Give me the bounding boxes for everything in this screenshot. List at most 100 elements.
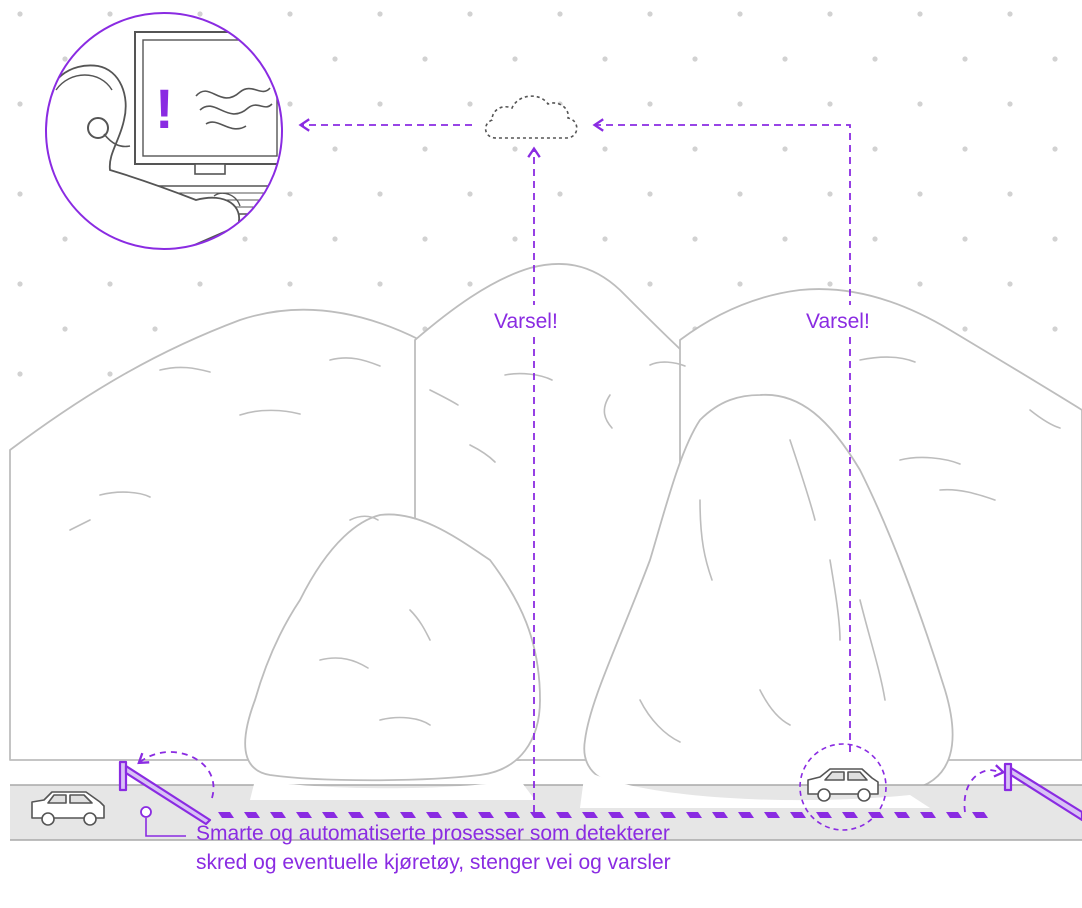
operator-with-headset-icon: ! bbox=[45, 12, 283, 250]
background-dot bbox=[62, 236, 68, 242]
background-dot bbox=[557, 191, 563, 197]
background-dot bbox=[332, 146, 338, 152]
background-dot bbox=[827, 281, 833, 287]
sensor-cable-segment bbox=[972, 812, 988, 818]
background-dot bbox=[557, 11, 563, 17]
mountain-base-cover bbox=[250, 770, 930, 808]
mountain-texture bbox=[69, 356, 1061, 743]
background-dot bbox=[152, 326, 158, 332]
background-dot bbox=[647, 101, 653, 107]
sensor-cable-segment bbox=[322, 812, 338, 818]
sensor-cable-segment bbox=[842, 812, 858, 818]
background-dot bbox=[1052, 326, 1058, 332]
background-dot bbox=[107, 371, 113, 377]
background-dot bbox=[737, 191, 743, 197]
sensor-cable-segment bbox=[946, 812, 962, 818]
background-dot bbox=[17, 371, 23, 377]
sensor-cable-segment bbox=[478, 812, 494, 818]
mountain-fore-left bbox=[244, 513, 541, 782]
car-icon bbox=[31, 791, 105, 826]
sensor-cable-segment bbox=[530, 812, 546, 818]
background-dot bbox=[332, 236, 338, 242]
background-dot bbox=[647, 191, 653, 197]
background-dot bbox=[962, 146, 968, 152]
sensor-icon bbox=[140, 806, 152, 818]
background-dot bbox=[62, 326, 68, 332]
background-dot bbox=[287, 281, 293, 287]
background-dot bbox=[602, 236, 608, 242]
sensor-cable-segment bbox=[686, 812, 702, 818]
sensor-cable-segment bbox=[920, 812, 936, 818]
background-dot bbox=[242, 236, 248, 242]
sensor-cable-segment bbox=[400, 812, 416, 818]
background-dot bbox=[1052, 56, 1058, 62]
background-dot bbox=[467, 101, 473, 107]
sensor-cable-segment bbox=[634, 812, 650, 818]
background-dot bbox=[512, 146, 518, 152]
background-dot bbox=[512, 56, 518, 62]
background-dot bbox=[422, 236, 428, 242]
sensor-cable-segment bbox=[556, 812, 572, 818]
background-dot bbox=[377, 281, 383, 287]
alert-signal-line-right bbox=[592, 118, 851, 752]
caption-line-2: skred og eventuelle kjøretøy, stenger ve… bbox=[196, 851, 671, 874]
background-dot bbox=[737, 101, 743, 107]
background-dot bbox=[1052, 146, 1058, 152]
alert-label-left: Varsel! bbox=[494, 310, 558, 333]
background-dot bbox=[467, 11, 473, 17]
background-dot bbox=[1007, 101, 1013, 107]
background-dot bbox=[737, 281, 743, 287]
background-dot bbox=[377, 101, 383, 107]
background-dot bbox=[17, 101, 23, 107]
background-dot bbox=[962, 56, 968, 62]
background-dot bbox=[1007, 11, 1013, 17]
car-icon bbox=[807, 768, 879, 802]
background-dot bbox=[872, 146, 878, 152]
background-dot bbox=[1007, 191, 1013, 197]
background-dot bbox=[602, 56, 608, 62]
sensor-cable-segment bbox=[582, 812, 598, 818]
sensor-cable-segment bbox=[244, 812, 260, 818]
sensor-cable-segment bbox=[660, 812, 676, 818]
alert-label-right: Varsel! bbox=[806, 310, 870, 333]
mountains bbox=[9, 263, 1082, 799]
background-dot bbox=[827, 191, 833, 197]
caption-line-1: Smarte og automatiserte prosesser som de… bbox=[196, 822, 670, 845]
background-dot bbox=[692, 236, 698, 242]
background-dot bbox=[17, 281, 23, 287]
background-dot bbox=[332, 56, 338, 62]
background-dot bbox=[422, 146, 428, 152]
background-dot bbox=[377, 11, 383, 17]
sensor-cable-segment bbox=[764, 812, 780, 818]
background-dot bbox=[17, 191, 23, 197]
background-dot bbox=[287, 11, 293, 17]
caption-leader-line bbox=[145, 818, 186, 837]
monitor-alert-mark: ! bbox=[155, 77, 174, 140]
sensor-cable-segment bbox=[374, 812, 390, 818]
background-dot bbox=[647, 281, 653, 287]
background-dot bbox=[782, 236, 788, 242]
sensor-cable-segment bbox=[608, 812, 624, 818]
sensor-cable-segment bbox=[790, 812, 806, 818]
background-dot bbox=[467, 191, 473, 197]
background-dot bbox=[602, 146, 608, 152]
road-barrier-icon bbox=[1003, 762, 1082, 822]
background-dot bbox=[917, 101, 923, 107]
road-barrier-icon bbox=[118, 760, 212, 826]
background-dot bbox=[692, 146, 698, 152]
background-dot bbox=[737, 11, 743, 17]
background-dot bbox=[107, 11, 113, 17]
background-dot bbox=[692, 56, 698, 62]
background-dot bbox=[827, 11, 833, 17]
background-dot bbox=[62, 56, 68, 62]
sensor-cable-segment bbox=[504, 812, 520, 818]
sensor-cable-segment bbox=[738, 812, 754, 818]
background-dot bbox=[287, 101, 293, 107]
background-dot bbox=[872, 236, 878, 242]
background-dot bbox=[512, 236, 518, 242]
background-dot bbox=[962, 326, 968, 332]
sensor-cable-segment bbox=[296, 812, 312, 818]
background-dot bbox=[647, 11, 653, 17]
background-dot bbox=[827, 101, 833, 107]
